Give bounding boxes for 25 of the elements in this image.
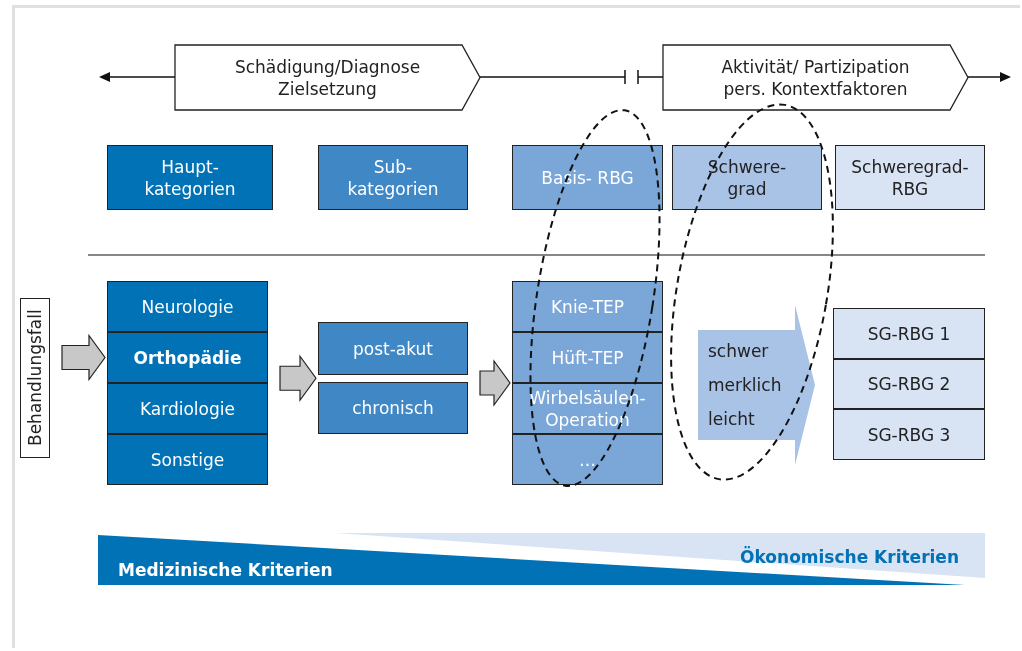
list-cell: Wirbelsäulen- Operation <box>512 383 663 434</box>
list-cell: SG-RBG 2 <box>833 359 985 409</box>
list-cell: Sonstige <box>107 434 268 485</box>
list-cell: Knie-TEP <box>512 281 663 332</box>
list-cell: Neurologie <box>107 281 268 332</box>
banner-arrow: Schädigung/Diagnose Zielsetzung <box>175 45 480 110</box>
category-box: Basis- RBG <box>512 145 663 210</box>
category-box: Schweregrad- RBG <box>835 145 985 210</box>
category-box: Schwere- grad <box>672 145 822 210</box>
process-box: post-akut <box>318 322 468 375</box>
list-cell: … <box>512 434 663 485</box>
list-cell: SG-RBG 3 <box>833 409 985 460</box>
category-box: Sub- kategorien <box>318 145 468 210</box>
block-arrow <box>279 354 317 403</box>
process-box: chronisch <box>318 382 468 434</box>
list-cell: Orthopädie <box>107 332 268 383</box>
block-arrow <box>479 359 511 407</box>
list-cell: Kardiologie <box>107 383 268 434</box>
category-box: Haupt- kategorien <box>107 145 273 210</box>
block-arrow: schwer merklich leicht <box>698 305 815 465</box>
case-box: Behandlungsfall <box>20 298 50 458</box>
list-cell: SG-RBG 1 <box>833 308 985 359</box>
list-cell: Hüft-TEP <box>512 332 663 383</box>
block-arrow <box>61 333 106 382</box>
banner-arrow: Aktivität/ Partizipation pers. Kontextfaktoren <box>663 45 968 110</box>
